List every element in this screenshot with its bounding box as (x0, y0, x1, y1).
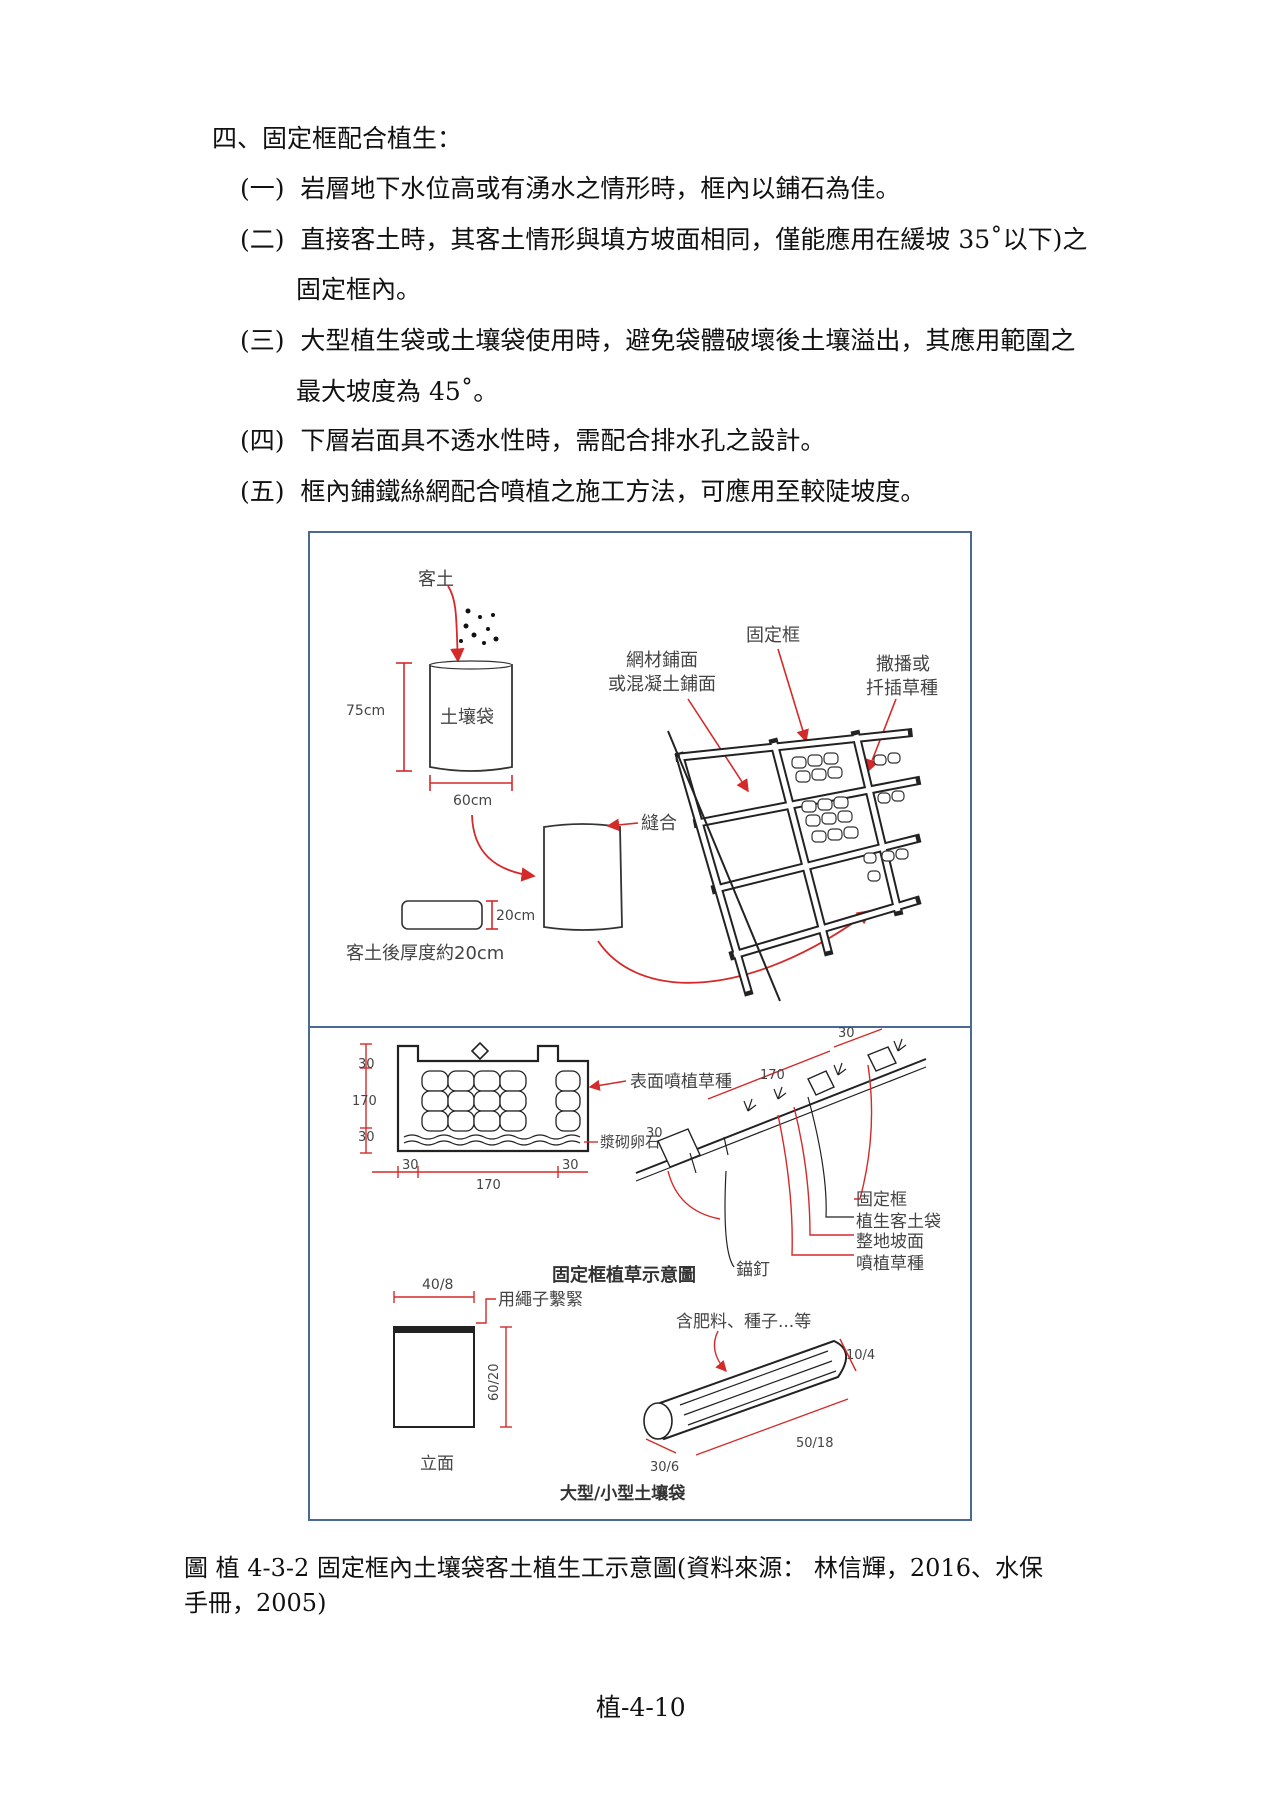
dim-30: 30 (562, 1158, 579, 1173)
soil-particles (459, 608, 499, 645)
frame-plan-view: 30 170 30 表面噴植草種 漿砌卵石 30 170 30 固定框植草示意圖 (352, 1041, 732, 1286)
sewn-bag (543, 823, 623, 931)
item-text: 大型植生袋或土壤袋使用時，避免袋體破壞後土壤溢出，其應用範圍之 (300, 326, 1076, 355)
dim-170: 170 (476, 1178, 501, 1193)
item-number: (四) (240, 426, 285, 455)
plan-title: 固定框植草示意圖 (552, 1264, 696, 1286)
bag-height-dim: 60/20 (487, 1364, 502, 1401)
list-item-continuation: 最大坡度為 45˚。 (296, 377, 499, 406)
net-label-1: 網材鋪面 (626, 650, 698, 671)
page-number: 植-4-10 (596, 1693, 686, 1722)
item-text: 直接客土時，其客土情形與填方坡面相同，僅能應用在緩坡 35˚以下)之 (300, 225, 1088, 254)
item-text: 框內鋪鐵絲網配合噴植之施工方法，可應用至較陡坡度。 (300, 477, 926, 506)
legend-seed: 噴植草種 (856, 1254, 924, 1274)
figure-diagram: 客土 土壤袋 75cm 60cm 縫合 20cm 客土後厚度約20cm 網材鋪面 (308, 531, 972, 1521)
elevation-label: 立面 (420, 1454, 454, 1474)
figure-caption-line-1: 圖 植 4-3-2 固定框內土壤袋客土植生工示意圖(資料來源： 林信輝，2016… (184, 1554, 1043, 1582)
list-item: (三) 大型植生袋或土壤袋使用時，避免袋體破壞後土壤溢出，其應用範圍之 (240, 328, 1075, 353)
soil-label: 客土 (418, 569, 454, 590)
slope-dim-30: 30 (838, 1026, 855, 1041)
bag-width-dim: 40/8 (422, 1277, 453, 1293)
stone-label: 漿砌卵石 (600, 1133, 660, 1151)
slope-dim-30: 30 (646, 1126, 663, 1141)
item-text: 岩層地下水位高或有湧水之情形時，框內以鋪石為佳。 (300, 174, 901, 203)
item-text: 下層岩面具不透水性時，需配合排水孔之設計。 (300, 426, 826, 455)
frame-label: 固定框 (746, 625, 800, 646)
bags-title: 大型/小型土壤袋 (560, 1483, 686, 1504)
rope-label: 用繩子繫緊 (498, 1290, 583, 1310)
bag-dim-50-18: 50/18 (796, 1436, 833, 1451)
bag-height-label: 75cm (346, 703, 385, 719)
bag-width-label: 60cm (453, 793, 492, 809)
after-fill-label: 客土後厚度約20cm (346, 943, 504, 964)
dim-30: 30 (402, 1158, 419, 1173)
dim-30: 30 (358, 1057, 375, 1072)
item-number: (一) (240, 174, 285, 203)
dim-30: 30 (358, 1130, 375, 1145)
legend-bag: 植生客土袋 (856, 1212, 941, 1232)
dim-170: 170 (352, 1094, 377, 1109)
large-bag-elevation: 40/8 用繩子繫緊 60/20 立面 (393, 1277, 583, 1474)
frame-grid-slope: 網材鋪面 或混凝土鋪面 固定框 撒播或 扦插草種 (608, 625, 938, 1002)
legend-slope: 整地坡面 (856, 1232, 924, 1252)
slope-dim-170: 170 (760, 1068, 785, 1083)
net-label-2: 或混凝土鋪面 (608, 674, 716, 695)
spray-label: 表面噴植草種 (630, 1072, 732, 1092)
bag-dim-10-4: 10/4 (846, 1348, 875, 1363)
soil-bag-process: 客土 土壤袋 75cm 60cm 縫合 20cm 客土後厚度約20cm (346, 569, 872, 984)
list-item: (二) 直接客土時，其客土情形與填方坡面相同，僅能應用在緩坡 35˚以下)之 (240, 227, 1087, 252)
fertilizer-label: 含肥料、種子...等 (676, 1312, 811, 1332)
item-number: (五) (240, 477, 285, 506)
bag-label: 土壤袋 (440, 707, 494, 728)
small-bag-illustration: 含肥料、種子...等 10/4 50/18 30/6 大型/小型土壤袋 (560, 1312, 875, 1504)
list-item: (一) 岩層地下水位高或有湧水之情形時，框內以鋪石為佳。 (240, 176, 900, 201)
soil-bag (429, 664, 513, 772)
bag-dim-30-6: 30/6 (650, 1460, 679, 1475)
seed-label-1: 撒播或 (876, 654, 930, 675)
list-item: (五) 框內鋪鐵絲網配合噴植之施工方法，可應用至較陡坡度。 (240, 479, 925, 504)
thickness-label: 20cm (496, 908, 535, 924)
list-item: (四) 下層岩面具不透水性時，需配合排水孔之設計。 (240, 428, 825, 453)
item-number: (二) (240, 225, 285, 254)
seed-label-2: 扦插草種 (866, 678, 938, 699)
section-heading: 四、固定框配合植生： (212, 124, 463, 153)
list-item-continuation: 固定框內。 (296, 275, 422, 304)
item-number: (三) (240, 326, 285, 355)
seam-label: 縫合 (641, 813, 677, 834)
legend-frame: 固定框 (856, 1190, 907, 1210)
filled-bag (401, 900, 483, 930)
anchor-label: 錨釘 (736, 1260, 770, 1280)
figure-caption-line-2: 手冊，2005) (184, 1589, 327, 1617)
slope-section-view: 30 170 30 錨釘 固定框 植生客土袋 整地坡面 噴植草種 (635, 1026, 941, 1280)
